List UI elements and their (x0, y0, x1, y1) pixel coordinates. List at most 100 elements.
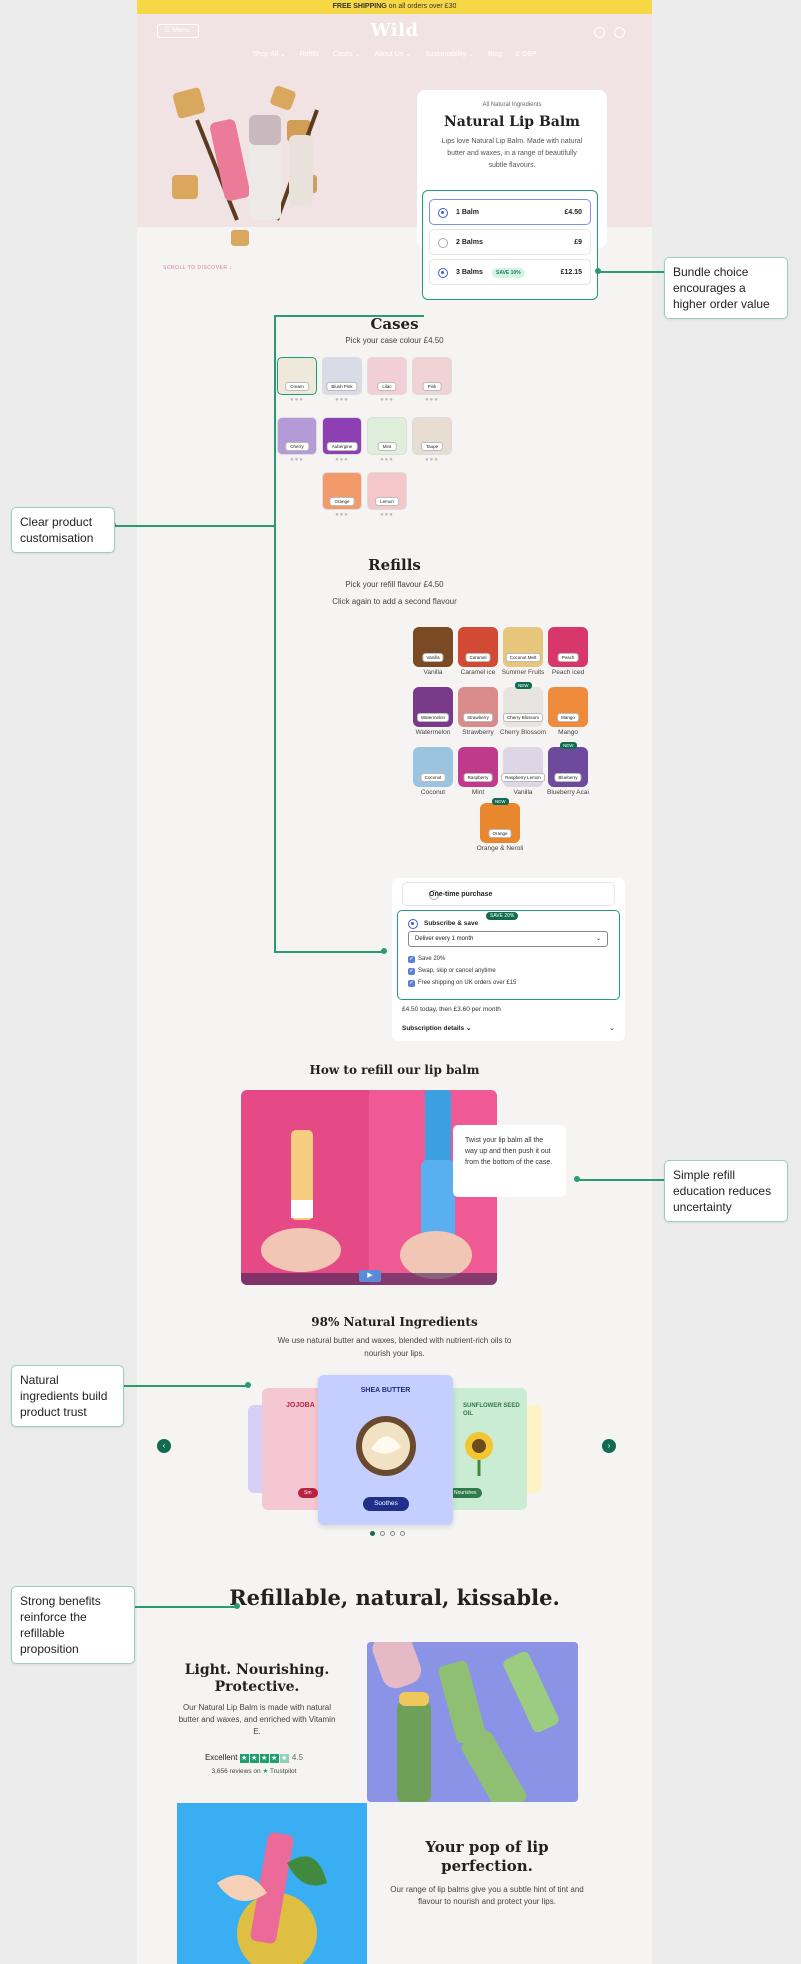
refill-flavour[interactable]: Coconut Melt (503, 627, 543, 667)
case-swatch[interactable]: Lemon (367, 472, 407, 510)
cart-icon[interactable] (614, 27, 625, 38)
case-swatch[interactable]: Cream (277, 357, 317, 395)
case-swatch[interactable]: Taupe (412, 417, 452, 455)
trustpilot-widget[interactable]: Excellent ★★★★★ 4.5 3,656 reviews on ★ T… (204, 1753, 304, 1775)
refill-flavour[interactable]: Vanilla (413, 627, 453, 667)
case-swatch[interactable]: Blush Pink (322, 357, 362, 395)
refill-flavour[interactable]: Mango (548, 687, 588, 727)
case-swatch[interactable]: Aubergine (322, 417, 362, 455)
case-name: Cherry (285, 442, 309, 451)
carousel-prev-button[interactable]: ‹ (157, 1439, 171, 1453)
connector-line (598, 271, 664, 273)
case-swatch[interactable]: Orange (322, 472, 362, 510)
annotation-bundle: Bundle choice encourages a higher order … (664, 257, 788, 319)
play-button[interactable]: ▶ (359, 1270, 381, 1282)
refill-flavour[interactable]: Peach (548, 627, 588, 667)
connector-line (274, 315, 276, 952)
check-icon: ✓ (408, 980, 415, 987)
color-dots: ●●● (425, 457, 439, 463)
refill-label: Vanilla (513, 789, 533, 796)
case-swatch[interactable]: Mint (367, 417, 407, 455)
frequency-select[interactable]: Deliver every 1 month⌄ (408, 931, 608, 947)
refill-flavour[interactable]: Blueberry (548, 747, 588, 787)
cases-title: Cases (370, 315, 419, 333)
case-name: Lemon (375, 497, 399, 506)
chevron-down-icon[interactable]: ⌄ (609, 1025, 615, 1032)
refill-flavour[interactable]: Raspberry (458, 747, 498, 787)
bundle-option-2[interactable]: 2 Balms £9 (429, 229, 591, 255)
refill-tip: Twist your lip balm all the way up and t… (453, 1125, 566, 1197)
nav-link-cases[interactable]: Cases ⌄ (332, 51, 361, 58)
annotation-education: Simple refill education reduces uncertai… (664, 1160, 788, 1222)
subscribe-save-option[interactable]: Subscribe & save SAVE 20% Deliver every … (397, 910, 620, 1000)
carousel-next-button[interactable]: › (602, 1439, 616, 1453)
save-badge: SAVE 10% (492, 268, 525, 278)
refill-name: Coconut (420, 773, 446, 782)
shea-butter-image (356, 1416, 416, 1476)
save-badge: SAVE 20% (486, 912, 519, 920)
purchase-options: One-time purchase Subscribe & save SAVE … (392, 878, 625, 1041)
refill-name: Blueberry (554, 773, 582, 782)
chevron-down-icon: ⌄ (595, 936, 601, 942)
ingredients-subtitle: We use natural butter and waxes, blended… (277, 1336, 512, 1358)
refill-label: Orange & Neroli (476, 845, 524, 852)
refills-title: Refills (368, 556, 421, 574)
ingredient-card-shea[interactable]: SHEA BUTTER Soothes (318, 1375, 453, 1525)
ingredient-card-sunflower[interactable]: SUNFLOWER SEED OIL Nourishes (447, 1388, 527, 1510)
case-swatch[interactable]: Pink (412, 357, 452, 395)
soothes-tag: Soothes (363, 1497, 409, 1511)
account-icon[interactable] (594, 27, 605, 38)
refill-flavour[interactable]: Cherry Blossom (502, 687, 544, 727)
carousel-dot-active[interactable] (370, 1531, 375, 1536)
bundle-option-3[interactable]: 3 Balms SAVE 10% £12.15 (429, 259, 591, 285)
refill-name: Raspberry (463, 773, 493, 782)
case-swatch[interactable]: Lilac (367, 357, 407, 395)
connector-dot (574, 1176, 580, 1182)
case-name: Cream (285, 382, 309, 391)
scroll-to-discover[interactable]: SCROLL TO DISCOVER ↓ (163, 265, 233, 271)
refill-label: Mint (471, 789, 485, 796)
refill-flavour[interactable]: Coconut (413, 747, 453, 787)
product-eyebrow: All Natural Ingredients (482, 102, 542, 108)
refill-flavour[interactable]: Watermelon (413, 687, 453, 727)
color-dots: ●●● (380, 457, 394, 463)
product-title: Natural Lip Balm (443, 114, 580, 130)
carousel-dot[interactable] (390, 1531, 395, 1536)
refill-flavour[interactable]: Orange (480, 803, 520, 843)
subscription-details-toggle[interactable]: Subscription details ⌄ (402, 1025, 472, 1032)
bundle-selector: 1 Balm £4.50 2 Balms £9 3 Balms SAVE 10%… (422, 190, 598, 300)
nav-link-shop[interactable]: Shop All ⌄ (252, 51, 286, 58)
color-dots: ●●● (290, 397, 304, 403)
menu-button[interactable]: ☰ Menu (157, 24, 199, 38)
site-nav: ☰ Menu Wild Shop All ⌄ Refills Cases ⌄ A… (137, 14, 652, 64)
benefit-light: Light. Nourishing. Protective. Our Natur… (177, 1662, 337, 1738)
color-dots: ●●● (290, 457, 304, 463)
trustpilot-stars-icon: ★★★★★ (239, 1754, 289, 1763)
nav-link-about[interactable]: About Us ⌄ (374, 51, 412, 58)
refill-label: Strawberry (462, 729, 494, 736)
nav-link-sustainability[interactable]: Sustainability ⌄ (425, 51, 475, 58)
brand-logo[interactable]: Wild (370, 20, 419, 41)
benefit-item: ✓Swap, skip or cancel anytime (408, 968, 496, 975)
case-name: Aubergine (326, 442, 358, 451)
nav-link-refills[interactable]: Refills (299, 51, 319, 58)
color-dots: ●●● (335, 512, 349, 518)
refill-label: Blueberry Acai (547, 789, 589, 796)
one-time-purchase-option[interactable]: One-time purchase (402, 882, 615, 906)
connector-line (274, 315, 424, 317)
carousel-dot[interactable] (400, 1531, 405, 1536)
ingredients-title: 98% Natural Ingredients (311, 1315, 478, 1329)
new-badge: NEW (560, 742, 577, 749)
refill-flavour[interactable]: Strawberry (458, 687, 498, 727)
bundle-option-1[interactable]: 1 Balm £4.50 (429, 199, 591, 225)
carousel-dot[interactable] (380, 1531, 385, 1536)
nav-link-blog[interactable]: Blog (488, 51, 503, 58)
refill-label: Cherry Blossom (499, 729, 547, 736)
lip-balm-green-image (367, 1642, 578, 1802)
refill-flavour[interactable]: Raspberry Lemon (501, 747, 545, 787)
case-name: Orange (329, 497, 355, 506)
refill-flavour[interactable]: Caramel (458, 627, 498, 667)
nav-link-currency[interactable]: £ GBP (516, 51, 537, 58)
case-swatch[interactable]: Cherry (277, 417, 317, 455)
pop-text: Our range of lip balms give you a subtle… (390, 1885, 584, 1906)
